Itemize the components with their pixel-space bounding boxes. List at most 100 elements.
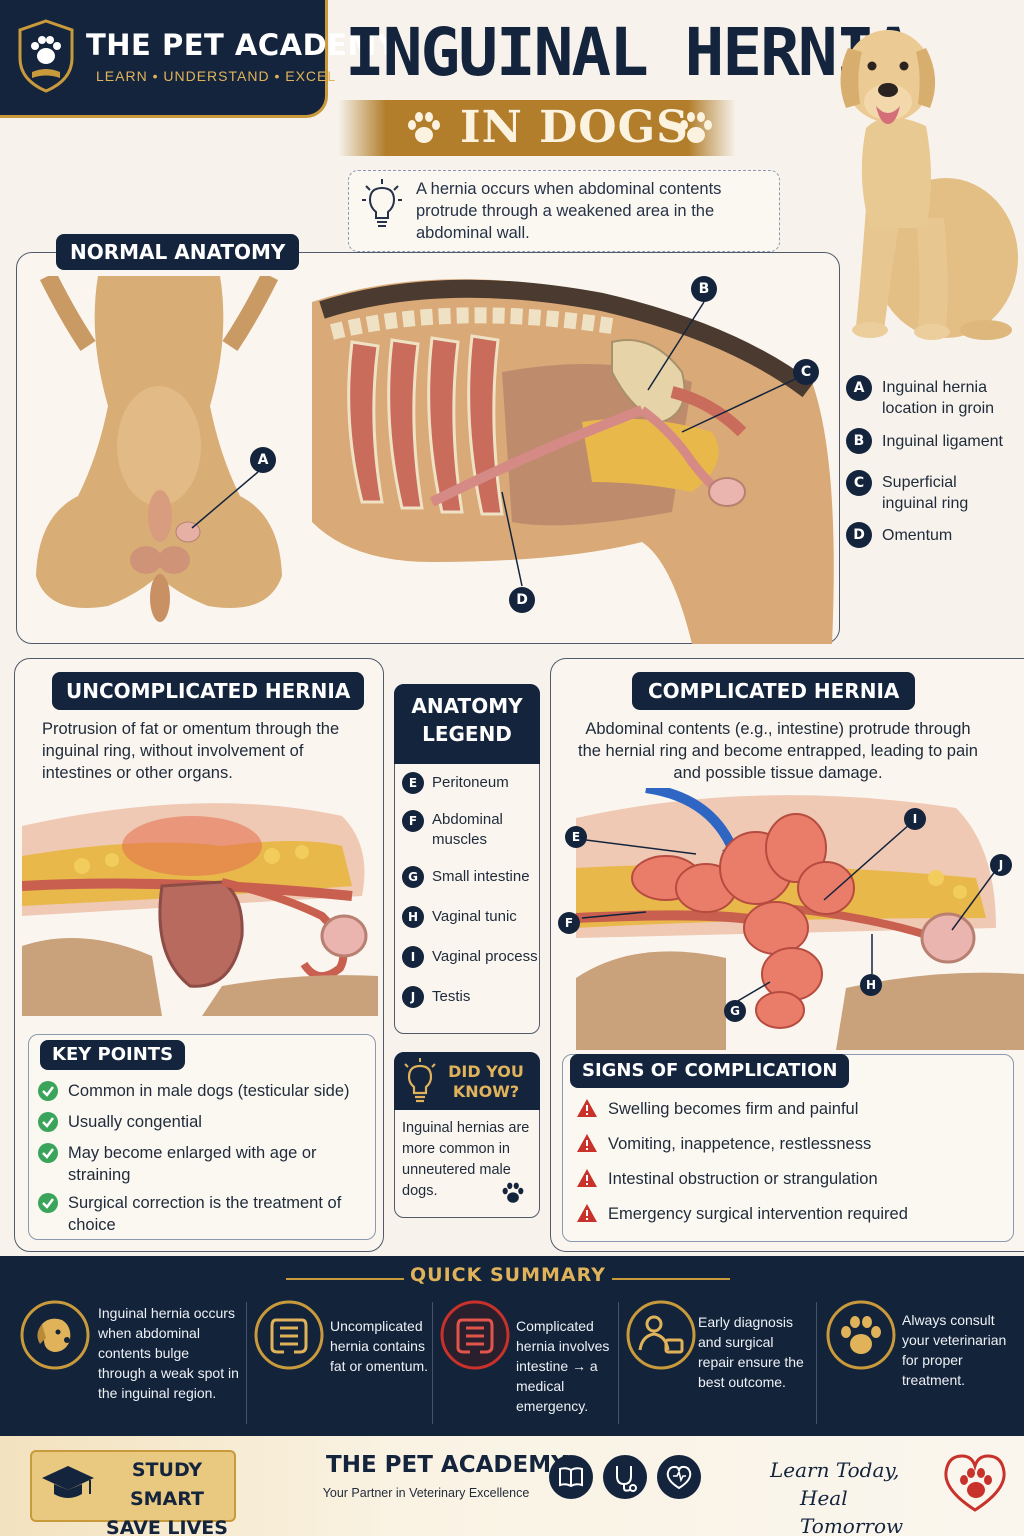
legend-h-badge: H [402,906,424,928]
graduation-cap-icon [42,1466,94,1498]
label-d-marker: D [509,587,535,613]
academy-shield-icon [18,19,74,93]
sign-item: Vomiting, inappetence, restlessness [608,1135,872,1153]
dog-rear-view-illustration [36,276,282,622]
signs-of-complication-title: SIGNS OF COMPLICATION [570,1054,850,1088]
paw-icon [502,1182,524,1203]
warning-icon [577,1134,597,1152]
sign-item: Intestinal obstruction or strangulation [608,1170,878,1188]
summary-item-text: Inguinal hernia occurs when abdominal co… [98,1305,239,1401]
legend-f-label: Abdominal muscles [432,811,503,848]
summary-item-text: Early diagnosis and surgical repair ensu… [698,1314,804,1390]
summary-divider [816,1302,817,1424]
legend-b-label: Inguinal ligament [882,433,1003,450]
intestine-alert-icon [440,1300,510,1370]
page-subtitle: IN DOGS [460,102,689,153]
anatomy-legend-header [394,684,540,764]
legend-g-badge: G [402,866,424,888]
key-point-item: Surgical correction is the treatment of … [68,1194,342,1234]
anatomy-legend-title: ANATOMY LEGEND [411,694,523,746]
did-you-know-text: Inguinal hernias are more common in unne… [402,1120,530,1199]
intro-text: A hernia occurs when abdominal contents … [416,180,722,242]
legend-i-badge: I [402,946,424,968]
summary-divider [246,1302,247,1424]
key-points-title: KEY POINTS [40,1040,186,1070]
subtitle-banner [338,100,736,156]
footer-motto: Learn Today, Heal Tomorrow [770,1456,950,1536]
label-g-marker: G [724,1000,746,1022]
key-point-item: May become enlarged with age or strainin… [68,1144,317,1184]
paw-icon [408,112,440,143]
summary-item-text: Uncomplicated hernia contains fat or ome… [330,1318,429,1374]
heart-paw-icon [944,1454,1006,1512]
summary-divider [618,1302,619,1424]
summary-divider [432,1302,433,1424]
label-f-marker: F [558,912,580,934]
divider [286,1278,404,1280]
motto-line-2: Heal Tomorrow [800,1486,904,1536]
check-icon [38,1112,58,1132]
sign-item: Emergency surgical intervention required [608,1205,908,1223]
label-a-marker: A [250,447,276,473]
divider [612,1278,730,1280]
brand-tagline: LEARN • UNDERSTAND • EXCEL [96,68,337,84]
complicated-hernia-title: COMPLICATED HERNIA [632,672,916,710]
stethoscope-icon [603,1455,647,1499]
label-i-marker: I [904,808,926,830]
study-smart-text: STUDY SMART SAVE LIVES [106,1459,228,1536]
uncomplicated-hernia-illustration [22,803,378,1016]
key-point-item: Common in male dogs (testicular side) [68,1082,350,1100]
warning-icon [577,1204,597,1222]
legend-g-label: Small intestine [432,868,530,885]
complicated-hernia-illustration [575,788,1024,1050]
complicated-hernia-description: Abdominal contents (e.g., intestine) pro… [578,720,978,782]
labrador-dog-illustration [840,30,1018,340]
key-point-item: Usually congential [68,1113,202,1131]
legend-e-badge: E [402,772,424,794]
label-c-marker: C [793,359,819,385]
legend-f-badge: F [402,810,424,832]
legend-i-label: Vaginal process [432,948,538,965]
motto-line-1: Learn Today, [770,1458,900,1482]
sign-item: Swelling becomes firm and painful [608,1100,859,1118]
paw-icon [680,112,712,143]
page-title: INGUINAL HERNIA [345,14,913,91]
label-b-marker: B [691,276,717,302]
label-j-marker: J [990,854,1012,876]
warning-icon [577,1099,597,1117]
uncomplicated-hernia-title: UNCOMPLICATED HERNIA [52,672,365,710]
intro-box [348,170,780,252]
label-e-marker: E [565,826,587,848]
summary-item-text: Always consult your veterinarian for pro… [902,1312,1007,1388]
legend-c-badge: C [846,470,872,496]
lightbulb-icon [362,179,402,227]
footer-tagline: Your Partner in Veterinary Excellence [322,1486,530,1500]
dog-side-anatomy-illustration [312,279,834,644]
did-you-know-title: DID YOU KNOW? [448,1062,524,1101]
quick-summary-title: QUICK SUMMARY [410,1264,606,1286]
legend-c-label: Superficial inguinal ring [882,474,969,512]
legend-d-label: Omentum [882,527,953,544]
normal-anatomy-title: NORMAL ANATOMY [56,234,300,270]
check-icon [38,1143,58,1163]
legend-a-label: Inguinal hernia location in groin [882,379,995,417]
dog-head-icon [20,1300,90,1370]
heart-care-icon [657,1455,701,1499]
legend-e-label: Peritoneum [432,774,509,791]
check-icon [38,1193,58,1213]
legend-h-label: Vaginal tunic [432,908,517,925]
uncomplicated-hernia-description: Protrusion of fat or omentum through the… [42,720,340,782]
vet-doctor-icon [626,1300,696,1370]
legend-d-badge: D [846,522,872,548]
legend-b-badge: B [846,428,872,454]
warning-icon [577,1169,597,1187]
check-icon [38,1081,58,1101]
legend-j-badge: J [402,986,424,1008]
legend-j-label: Testis [432,988,471,1005]
legend-a-badge: A [846,375,872,401]
brand-name: THE PET ACADEMY [86,28,399,62]
intestine-icon [254,1300,324,1370]
book-icon [549,1455,593,1499]
label-h-marker: H [860,974,882,996]
footer-brand-name: THE PET ACADEMY [326,1452,568,1478]
